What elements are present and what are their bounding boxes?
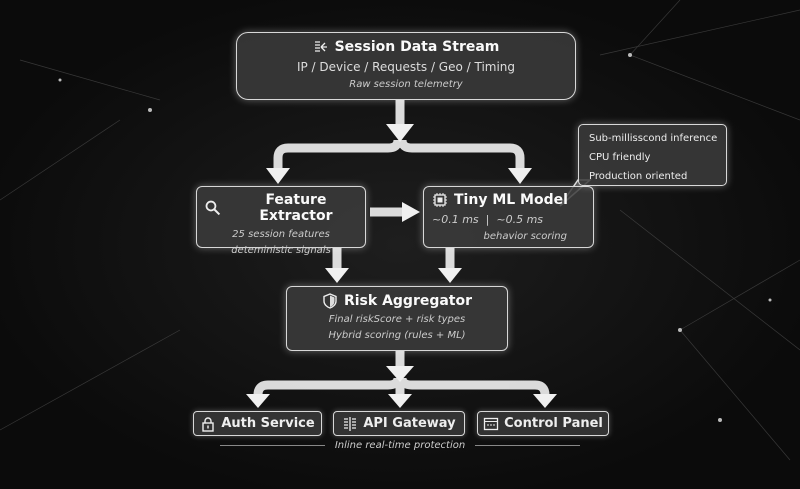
model-note: behavior scoring bbox=[483, 231, 567, 242]
data-stream-icon bbox=[314, 41, 327, 52]
latency-separator: | bbox=[485, 213, 490, 226]
caption: Inline real-time protection bbox=[334, 440, 466, 451]
feature-line1: 25 session features bbox=[232, 229, 330, 240]
callout-item: Production oriented bbox=[589, 171, 688, 182]
feature-line2: deteministic signals bbox=[231, 245, 331, 256]
session-data-stream-node: Session Data Stream IP / Device / Reques… bbox=[236, 32, 576, 100]
output-label: Auth Service bbox=[221, 416, 315, 431]
latency-1: ~0.1 ms bbox=[432, 213, 479, 226]
risk-line1: Final riskScore + risk types bbox=[328, 314, 466, 325]
latency-2: ~0.5 ms bbox=[496, 213, 544, 226]
search-icon bbox=[205, 200, 221, 216]
feature-extractor-node: Feature Extractor 25 session features de… bbox=[196, 186, 366, 256]
control-panel-node: Control Panel bbox=[477, 411, 609, 436]
lock-icon bbox=[202, 416, 215, 432]
output-label: API Gateway bbox=[363, 416, 456, 431]
caption-divider bbox=[220, 445, 325, 446]
model-title: Tiny ML Model bbox=[454, 192, 568, 208]
panel-icon bbox=[483, 417, 499, 430]
callout-item: Sub-millisscond inference bbox=[589, 133, 718, 144]
session-note: Raw session telemetry bbox=[349, 79, 463, 90]
feature-title: Feature Extractor bbox=[259, 192, 333, 224]
tiny-ml-model-node: Tiny ML Model ~0.1 ms | ~0.5 ms behavior… bbox=[423, 186, 594, 248]
caption-divider bbox=[475, 445, 580, 446]
api-gateway-node: API Gateway bbox=[333, 411, 465, 436]
callout-item: CPU friendly bbox=[589, 152, 651, 163]
gateway-icon bbox=[344, 416, 357, 431]
risk-aggregator-node: Risk Aggregator Final riskScore + risk t… bbox=[286, 286, 508, 351]
risk-line2: Hybrid scoring (rules + ML) bbox=[328, 330, 466, 341]
session-title: Session Data Stream bbox=[334, 39, 500, 55]
output-label: Control Panel bbox=[504, 416, 603, 431]
model-callout: Sub-millisscond inference CPU friendly P… bbox=[578, 124, 727, 186]
auth-service-node: Auth Service bbox=[193, 411, 322, 436]
shield-icon bbox=[323, 293, 337, 309]
chip-icon bbox=[433, 193, 447, 207]
session-subtitle: IP / Device / Requests / Geo / Timing bbox=[296, 60, 516, 74]
caption-row: Inline real-time protection bbox=[220, 440, 580, 451]
risk-title: Risk Aggregator bbox=[343, 293, 473, 309]
